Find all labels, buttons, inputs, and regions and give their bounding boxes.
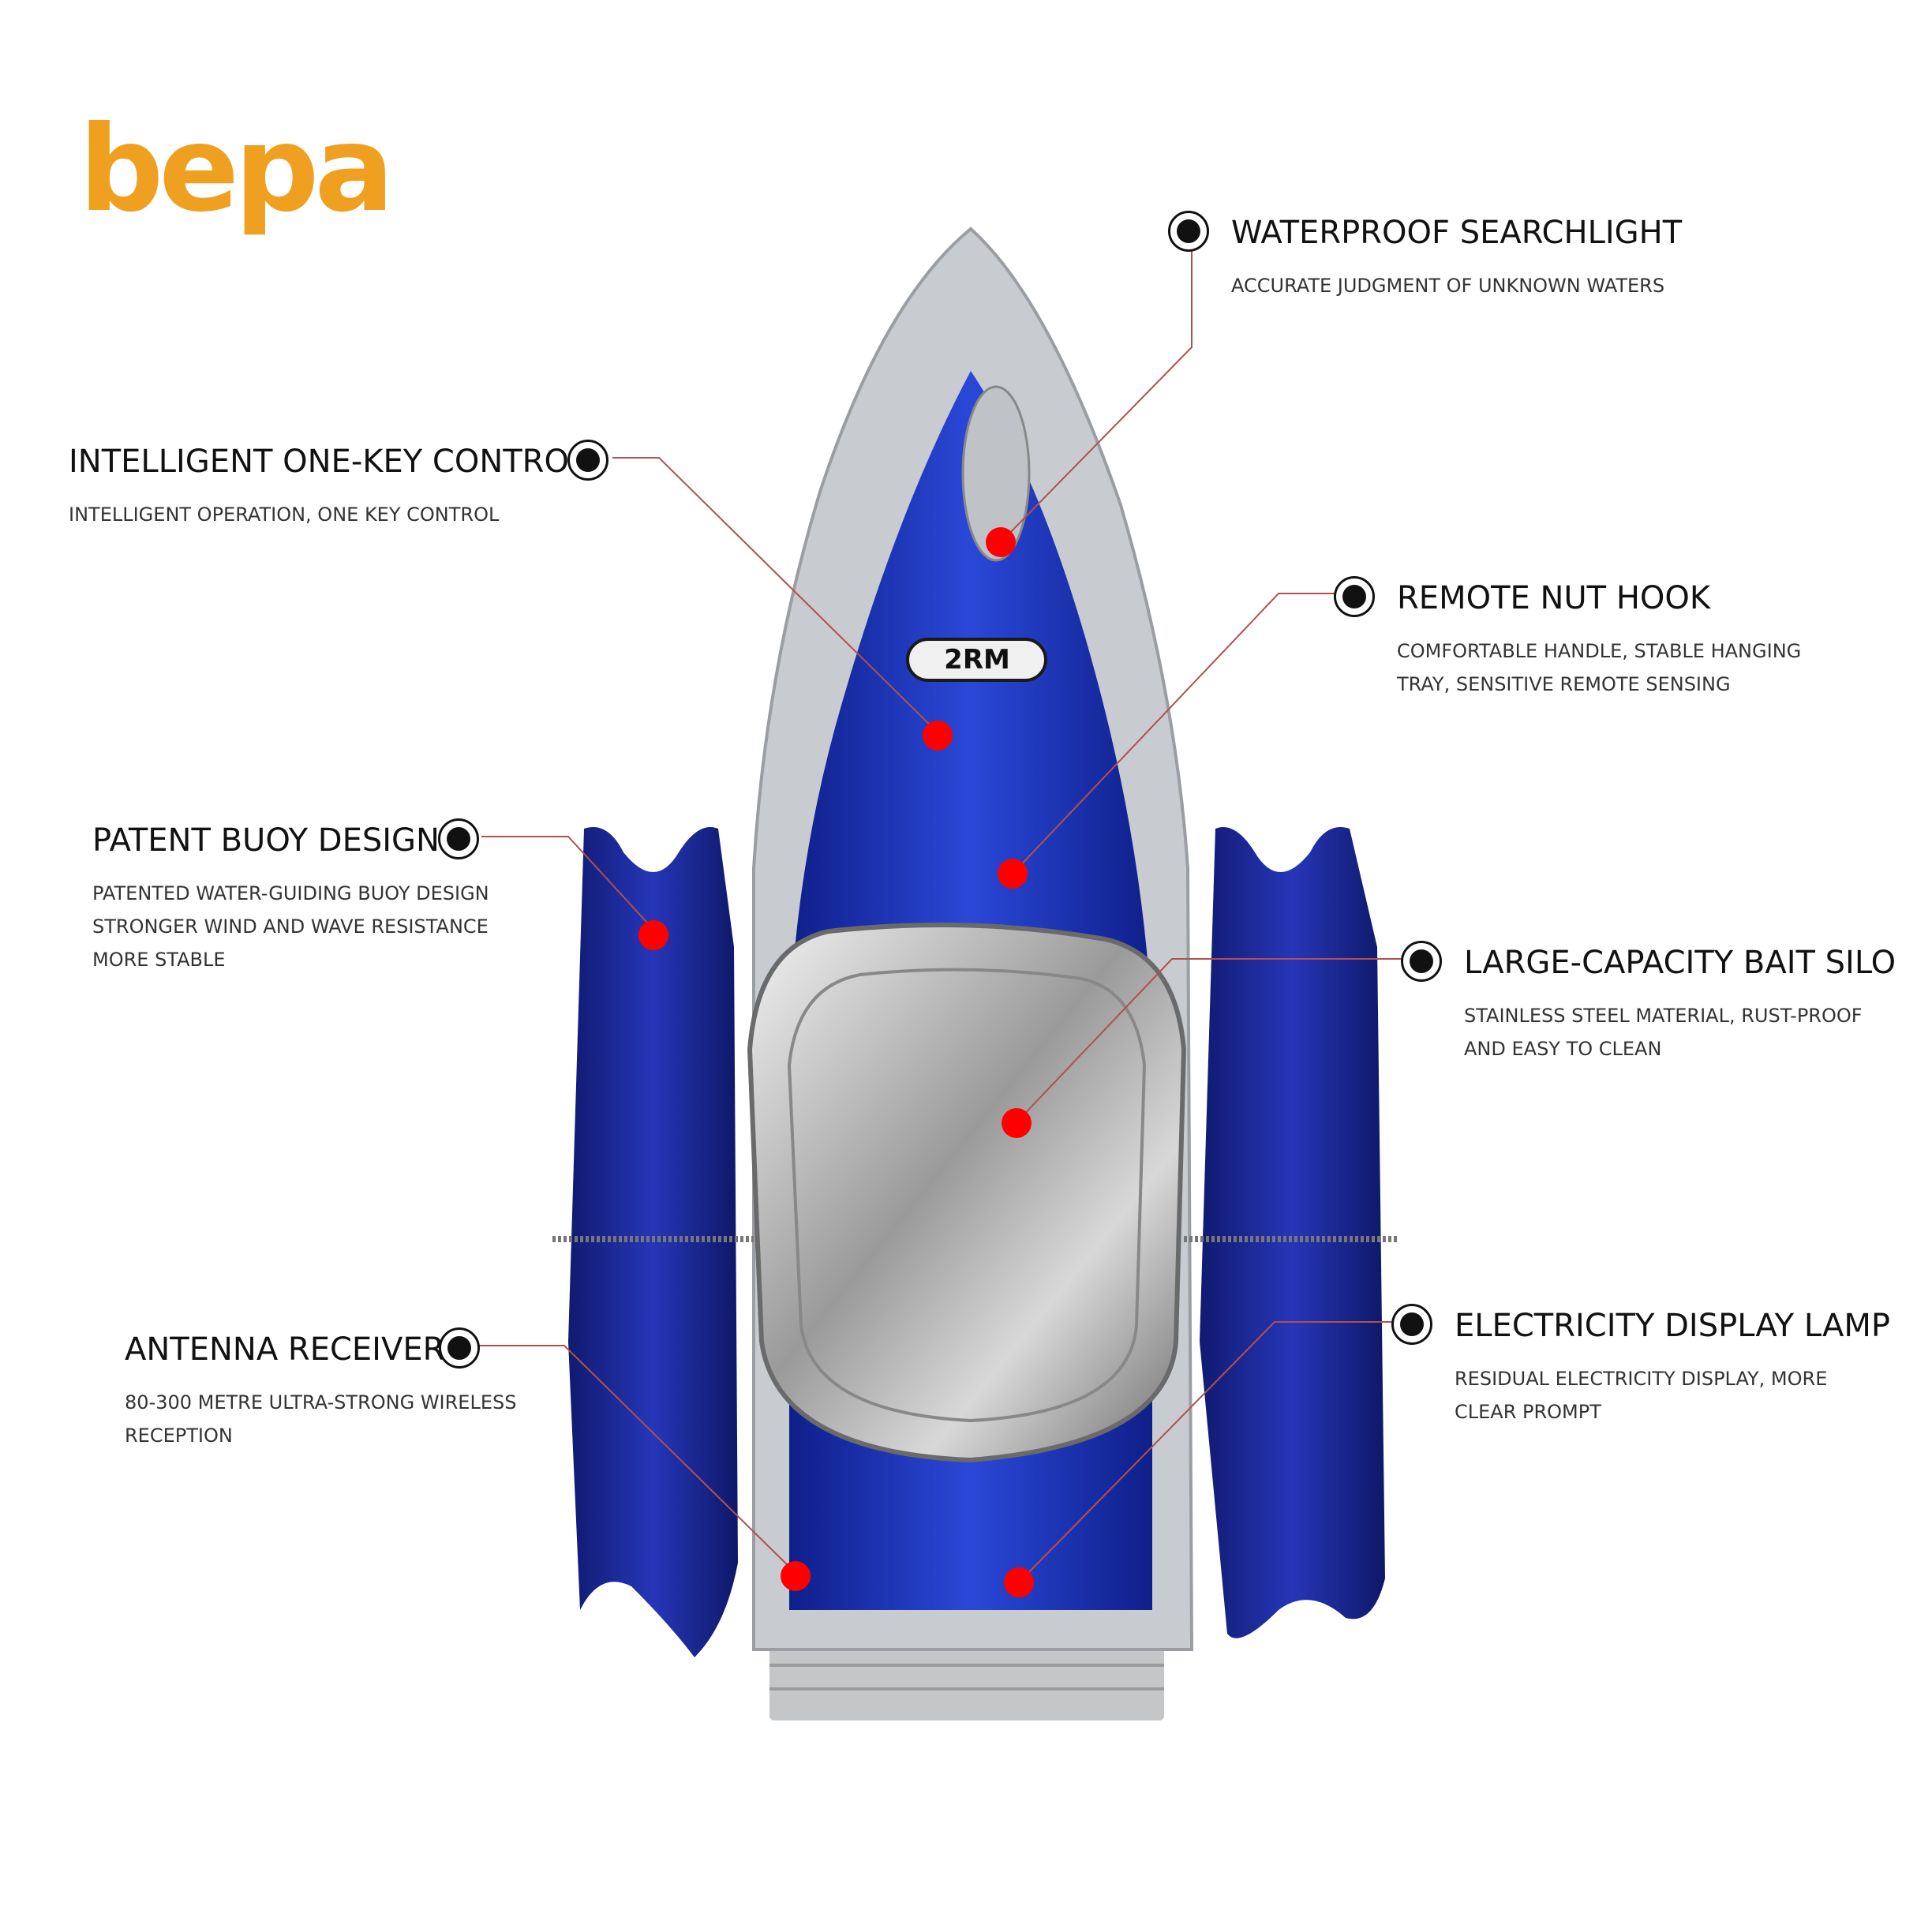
callout-title: PATENT BUOY DESIGN: [92, 822, 440, 859]
leader-line: [1013, 593, 1350, 873]
brand-logo: bepa: [79, 110, 395, 229]
callout-title: ELECTRICITY DISPLAY LAMP: [1455, 1308, 1891, 1344]
leader-line: [481, 836, 656, 932]
callout-one-key-control: INTELLIGENT ONE-KEY CONTROL INTELLIGENT …: [69, 440, 608, 531]
leader-line: [1017, 958, 1417, 1121]
callout-title: REMOTE NUT HOOK: [1397, 580, 1711, 616]
bullet-icon: [1334, 576, 1375, 617]
callout-desc: STAINLESS STEEL MATERIAL, RUST-PROOF AND…: [1464, 1005, 1863, 1060]
callout-nut-hook: REMOTE NUT HOOK COMFORTABLE HANDLE, STAB…: [1334, 576, 1802, 701]
right-pontoon: [1200, 827, 1385, 1638]
callout-title: WATERPROOF SEARCHLIGHT: [1231, 215, 1683, 251]
leader-line: [1020, 1321, 1413, 1582]
bullet-icon: [567, 440, 608, 481]
callout-antenna: ANTENNA RECEIVER 80-300 METRE ULTRA-STRO…: [125, 1327, 517, 1452]
brand-logo-text: bepa: [79, 101, 395, 238]
bullet-icon: [1168, 211, 1209, 252]
callout-bait-silo: LARGE-CAPACITY BAIT SILO STAINLESS STEEL…: [1401, 941, 1896, 1065]
feature-marker: [1004, 1567, 1034, 1597]
leader-line: [612, 457, 940, 735]
callout-desc: ACCURATE JUDGMENT OF UNKNOWN WATERS: [1231, 275, 1665, 297]
callout-title: ANTENNA RECEIVER: [125, 1331, 445, 1368]
feature-marker: [923, 721, 953, 751]
callout-title: INTELLIGENT ONE-KEY CONTROL: [69, 444, 587, 480]
feature-marker: [998, 859, 1028, 889]
bullet-icon: [1391, 1304, 1432, 1345]
callout-desc: COMFORTABLE HANDLE, STABLE HANGING TRAY,…: [1397, 640, 1802, 695]
bait-silo: [747, 923, 1187, 1463]
feature-marker: [781, 1561, 811, 1591]
feature-marker: [638, 920, 668, 950]
callout-title: LARGE-CAPACITY BAIT SILO: [1464, 945, 1896, 981]
hull-label: 2RM: [944, 644, 1010, 676]
callout-desc: RESIDUAL ELECTRICITY DISPLAY, MORE CLEAR…: [1455, 1368, 1828, 1423]
callout-desc: 80-300 METRE ULTRA-STRONG WIRELESS RECEP…: [125, 1391, 517, 1447]
callout-display-lamp: ELECTRICITY DISPLAY LAMP RESIDUAL ELECTR…: [1391, 1304, 1891, 1428]
bullet-icon: [439, 1327, 480, 1368]
leader-line: [1002, 234, 1193, 541]
feature-marker: [986, 527, 1016, 557]
searchlight-body: [961, 385, 1031, 562]
stern-platform: [769, 1638, 1164, 1720]
bullet-icon: [1401, 941, 1442, 982]
callout-desc: PATENTED WATER-GUIDING BUOY DESIGN STRON…: [92, 882, 489, 971]
callout-buoy: PATENT BUOY DESIGN PATENTED WATER-GUIDIN…: [92, 818, 489, 976]
bullet-icon: [438, 818, 479, 859]
leader-line: [477, 1345, 798, 1575]
callout-searchlight: WATERPROOF SEARCHLIGHT ACCURATE JUDGMENT…: [1168, 211, 1683, 302]
callout-desc: INTELLIGENT OPERATION, ONE KEY CONTROL: [69, 504, 500, 526]
feature-marker: [1002, 1108, 1032, 1138]
